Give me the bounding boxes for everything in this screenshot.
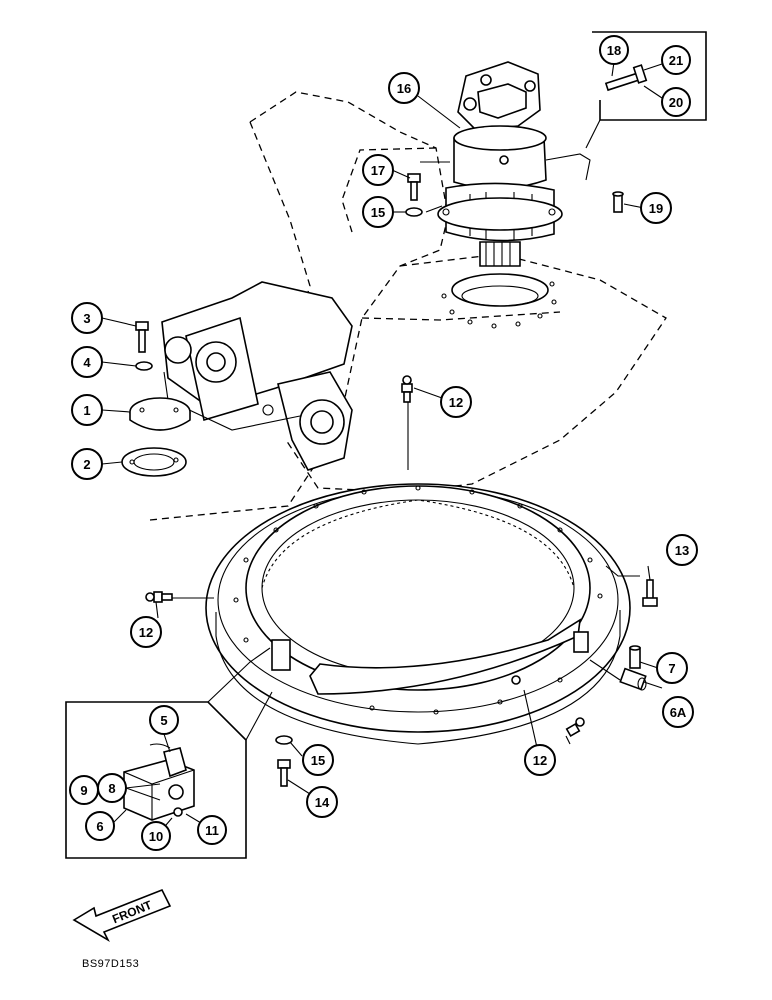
callout-12-bottom: 12 (524, 744, 556, 776)
callout-11: 11 (197, 815, 227, 845)
callout-12-top: 12 (440, 386, 472, 418)
svg-text:15: 15 (311, 753, 325, 768)
svg-text:12: 12 (449, 395, 463, 410)
bolt-14 (277, 759, 291, 787)
svg-text:2: 2 (83, 457, 90, 472)
svg-text:10: 10 (149, 829, 163, 844)
callout-12-left: 12 (130, 616, 162, 648)
svg-text:15: 15 (371, 205, 385, 220)
svg-text:14: 14 (315, 795, 330, 810)
pin-19 (612, 191, 624, 213)
svg-text:6: 6 (96, 819, 103, 834)
pin-7 (629, 645, 641, 669)
svg-text:5: 5 (160, 713, 167, 728)
grease-fitting-left (145, 591, 173, 603)
svg-text:13: 13 (675, 543, 689, 558)
callout-15-upper: 15 (362, 196, 394, 228)
svg-text:12: 12 (139, 625, 153, 640)
svg-text:19: 19 (649, 201, 663, 216)
washer-15-upper (405, 207, 423, 217)
callout-9: 9 (69, 775, 99, 805)
svg-text:20: 20 (669, 95, 683, 110)
callout-20: 20 (661, 87, 691, 117)
swing-motor (420, 61, 591, 267)
swing-bearing-ring (205, 483, 631, 745)
callout-19: 19 (640, 192, 672, 224)
callout-2: 2 (71, 448, 103, 480)
grease-fitting-top (401, 375, 413, 403)
callout-16: 16 (388, 72, 420, 104)
bolt (135, 321, 149, 353)
callout-15-lower: 15 (302, 744, 334, 776)
motor-mounting-bore (441, 273, 557, 329)
callout-13: 13 (666, 534, 698, 566)
callout-8: 8 (97, 773, 127, 803)
svg-text:17: 17 (371, 163, 385, 178)
svg-text:4: 4 (83, 355, 91, 370)
callout-17: 17 (362, 154, 394, 186)
washer (135, 361, 153, 371)
svg-text:3: 3 (83, 311, 90, 326)
grease-fitting-right (565, 717, 585, 738)
callout-7: 7 (656, 652, 688, 684)
svg-text:12: 12 (533, 753, 547, 768)
svg-text:11: 11 (205, 823, 219, 838)
callout-1: 1 (71, 394, 103, 426)
svg-text:21: 21 (669, 53, 683, 68)
callout-14: 14 (306, 786, 338, 818)
front-arrow-icon (72, 888, 172, 943)
svg-text:18: 18 (607, 43, 621, 58)
callout-5: 5 (149, 705, 179, 735)
callout-18: 18 (599, 35, 629, 65)
callout-6A: 6A (662, 696, 694, 728)
cover-plate (129, 397, 191, 431)
callout-3: 3 (71, 302, 103, 334)
callout-21: 21 (661, 45, 691, 75)
gasket (121, 447, 187, 477)
svg-text:16: 16 (397, 81, 411, 96)
svg-text:8: 8 (108, 781, 115, 796)
callout-4: 4 (71, 346, 103, 378)
boom-bracket (161, 281, 353, 471)
bolt-13 (642, 579, 658, 607)
callout-10: 10 (141, 821, 171, 851)
bolt-17 (407, 173, 421, 201)
callout-6: 6 (85, 811, 115, 841)
svg-text:7: 7 (668, 661, 675, 676)
svg-text:1: 1 (83, 403, 90, 418)
plug-6A (619, 667, 647, 691)
svg-text:6A: 6A (670, 705, 687, 720)
drawing-code: BS97D153 (82, 958, 140, 970)
washer-15-lower (275, 735, 293, 745)
svg-text:9: 9 (80, 783, 87, 798)
